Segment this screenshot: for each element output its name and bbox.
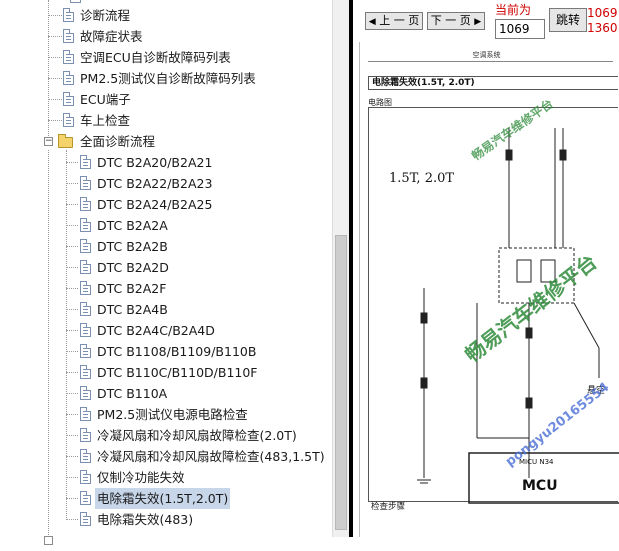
document-icon xyxy=(80,386,91,400)
document-icon xyxy=(80,470,91,484)
document-icon xyxy=(63,92,74,106)
document-icon xyxy=(63,71,74,85)
page-header: 空调系统 xyxy=(472,51,501,59)
document-icon xyxy=(80,218,91,232)
document-icon xyxy=(80,260,91,274)
document-icon xyxy=(63,113,74,127)
tree-item-selected[interactable]: 电除霜失效(1.5T,2.0T) xyxy=(0,488,332,509)
document-icon xyxy=(80,344,91,358)
scrollbar-thumb[interactable] xyxy=(335,235,347,530)
document-icon xyxy=(80,155,91,169)
tree-folder-full-diagnosis[interactable]: − 全面诊断流程 xyxy=(44,134,156,149)
tree-item[interactable]: DTC B110C/B110D/B110F xyxy=(0,362,332,383)
tree-item[interactable]: 冷凝风扇和冷却风扇故障检查(2.0T) xyxy=(0,425,332,446)
tree-item[interactable]: DTC B2A24/B2A25 xyxy=(0,194,332,215)
tree-item[interactable]: 空调ECU自诊断故障码列表 xyxy=(0,47,332,68)
tree-item[interactable]: 车上检查 xyxy=(0,110,332,131)
document-icon xyxy=(80,407,91,421)
tree-item[interactable]: DTC B2A22/B2A23 xyxy=(0,173,332,194)
tree-item[interactable]: DTC B2A4B xyxy=(0,299,332,320)
navigation-tree: 诊断流程 故障症状表 空调ECU自诊断故障码列表 PM2.5测试仪自诊断故障码列… xyxy=(0,0,332,545)
next-page-button[interactable]: 下 一 页 ▶ xyxy=(427,12,485,30)
tree-scrollbar[interactable] xyxy=(332,0,349,537)
document-icon xyxy=(63,50,74,64)
splitter[interactable] xyxy=(349,0,353,537)
page-range-line-1: 1069 xyxy=(587,6,618,20)
prev-page-label: 上 一 页 xyxy=(379,14,420,27)
document-icon xyxy=(80,428,91,442)
tree-item[interactable]: DTC B2A2F xyxy=(0,278,332,299)
page-number-input[interactable]: 1069 xyxy=(495,19,545,39)
circuit-diagram-frame: 1.5T, 2.0T 悬空 MICU N34 MCU xyxy=(368,107,619,504)
tree-item[interactable]: DTC B2A2A xyxy=(0,215,332,236)
next-page-label: 下 一 页 xyxy=(430,14,471,27)
tree-item[interactable]: DTC B110A xyxy=(0,383,332,404)
document-icon xyxy=(80,491,91,505)
ecu-box-main: MCU xyxy=(522,478,558,494)
document-icon xyxy=(70,0,81,3)
page-range-line-2: 1360 xyxy=(587,21,618,35)
prev-page-button[interactable]: ◀ 上 一 页 xyxy=(365,12,423,30)
circuit-diagram: 1.5T, 2.0T 悬空 MICU N34 MCU xyxy=(389,128,619,504)
expand-icon[interactable] xyxy=(44,536,53,545)
document-icon xyxy=(80,365,91,379)
document-icon xyxy=(80,281,91,295)
tree-item[interactable]: DTC B2A2D xyxy=(0,257,332,278)
tree-item[interactable]: DTC B2A20/B2A21 xyxy=(0,152,332,173)
tree-item[interactable]: PM2.5测试仪自诊断故障码列表 xyxy=(0,68,332,89)
tree-item[interactable]: DTC B2A4C/B2A4D xyxy=(0,320,332,341)
tree-item[interactable]: DTC B2A2B xyxy=(0,236,332,257)
folder-open-icon xyxy=(58,134,73,148)
document-icon xyxy=(80,239,91,253)
tree-item[interactable]: DTC B1108/B1109/B110B xyxy=(0,341,332,362)
diagram-variant-label: 1.5T, 2.0T xyxy=(389,171,454,186)
tree-item[interactable]: 冷凝风扇和冷却风扇故障检查(483,1.5T) xyxy=(0,446,332,467)
section-title: 电除霜失效(1.5T, 2.0T) xyxy=(368,76,618,90)
collapse-icon[interactable]: − xyxy=(44,136,53,146)
document-icon xyxy=(63,29,74,43)
tree-item[interactable]: 电除霜失效(483) xyxy=(0,509,332,530)
tree-item[interactable]: ECU端子 xyxy=(0,89,332,110)
ecu-box-top: MICU N34 xyxy=(519,458,554,466)
tree-item[interactable]: PM2.5测试仪电源电路检查 xyxy=(0,404,332,425)
document-icon xyxy=(80,176,91,190)
jump-button[interactable]: 跳转 xyxy=(549,8,587,32)
document-icon xyxy=(80,302,91,316)
hang-label: 悬空 xyxy=(587,384,605,396)
subsection-label: 电路图 xyxy=(368,98,392,107)
document-icon xyxy=(80,197,91,211)
page-range-text: 1069 1360 xyxy=(587,6,618,36)
document-icon xyxy=(63,8,74,22)
document-icon xyxy=(80,323,91,337)
document-icon xyxy=(80,512,91,526)
check-steps-label: 检查步骤 xyxy=(371,502,406,512)
current-page-label: 当前为 xyxy=(495,3,532,17)
tree-item-partial[interactable] xyxy=(0,530,332,551)
document-icon xyxy=(80,449,91,463)
document-page: 空调系统 电除霜失效(1.5T, 2.0T) 电路图 xyxy=(359,42,619,537)
document-viewer: ◀ 上 一 页 下 一 页 ▶ 当前为 1069 跳转 1069 1360 空调… xyxy=(353,0,619,537)
tree-item[interactable]: 故障症状表 xyxy=(0,26,332,47)
tree-item[interactable]: 诊断流程 xyxy=(0,5,332,26)
tree-item[interactable]: 仅制冷功能失效 xyxy=(0,467,332,488)
